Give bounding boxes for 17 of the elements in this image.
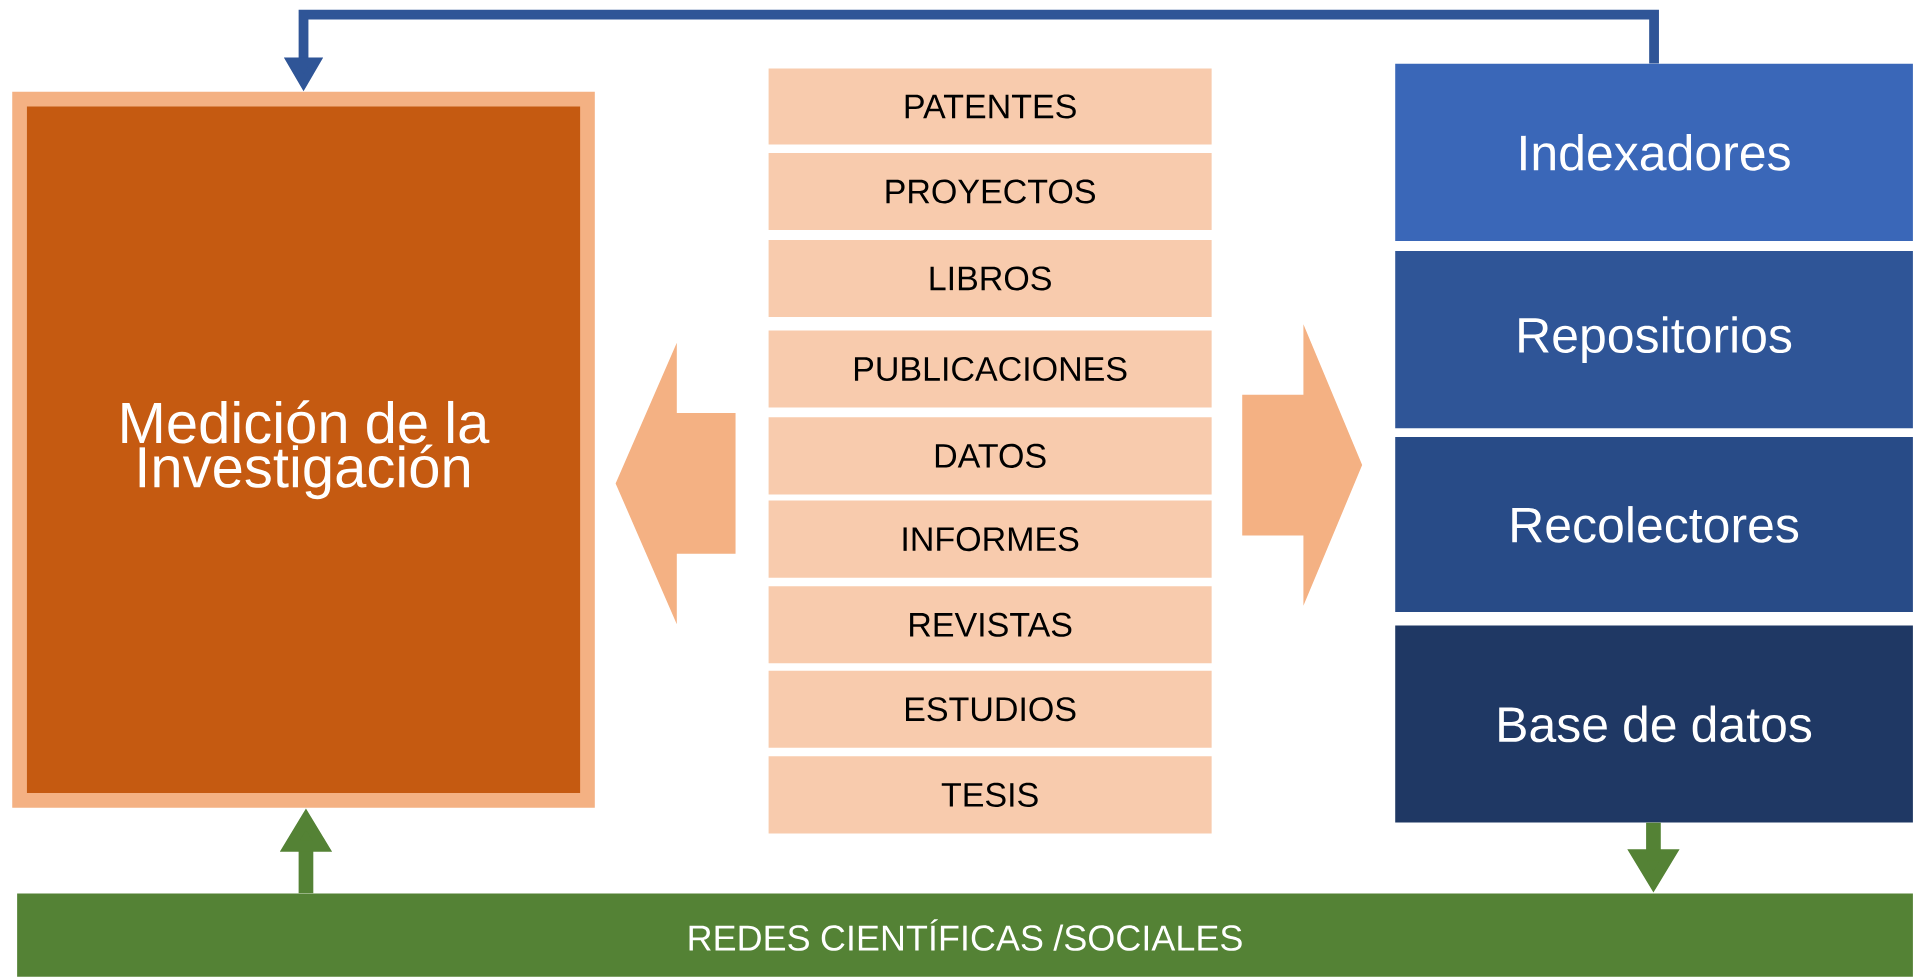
source-box: Repositorios xyxy=(1395,250,1913,429)
output-box: TESIS xyxy=(768,756,1212,834)
measurement-box: Medición de la Investigación xyxy=(12,91,595,808)
output-box: LIBROS xyxy=(768,239,1212,317)
output-box: PUBLICACIONES xyxy=(768,330,1212,408)
network-band: REDES CIENTÍFICAS /SOCIALES xyxy=(17,893,1913,977)
output-box: PATENTES xyxy=(768,68,1212,145)
block-arrow xyxy=(615,342,736,625)
source-box: Indexadores xyxy=(1395,63,1913,242)
output-box: INFORMES xyxy=(768,500,1212,578)
output-box: ESTUDIOS xyxy=(768,670,1212,748)
output-box: PROYECTOS xyxy=(768,153,1212,231)
output-box: DATOS xyxy=(768,417,1212,495)
source-box: Recolectores xyxy=(1395,436,1913,612)
source-box: Base de datos xyxy=(1395,625,1913,823)
block-arrow xyxy=(1242,324,1363,606)
output-box: REVISTAS xyxy=(768,586,1212,664)
